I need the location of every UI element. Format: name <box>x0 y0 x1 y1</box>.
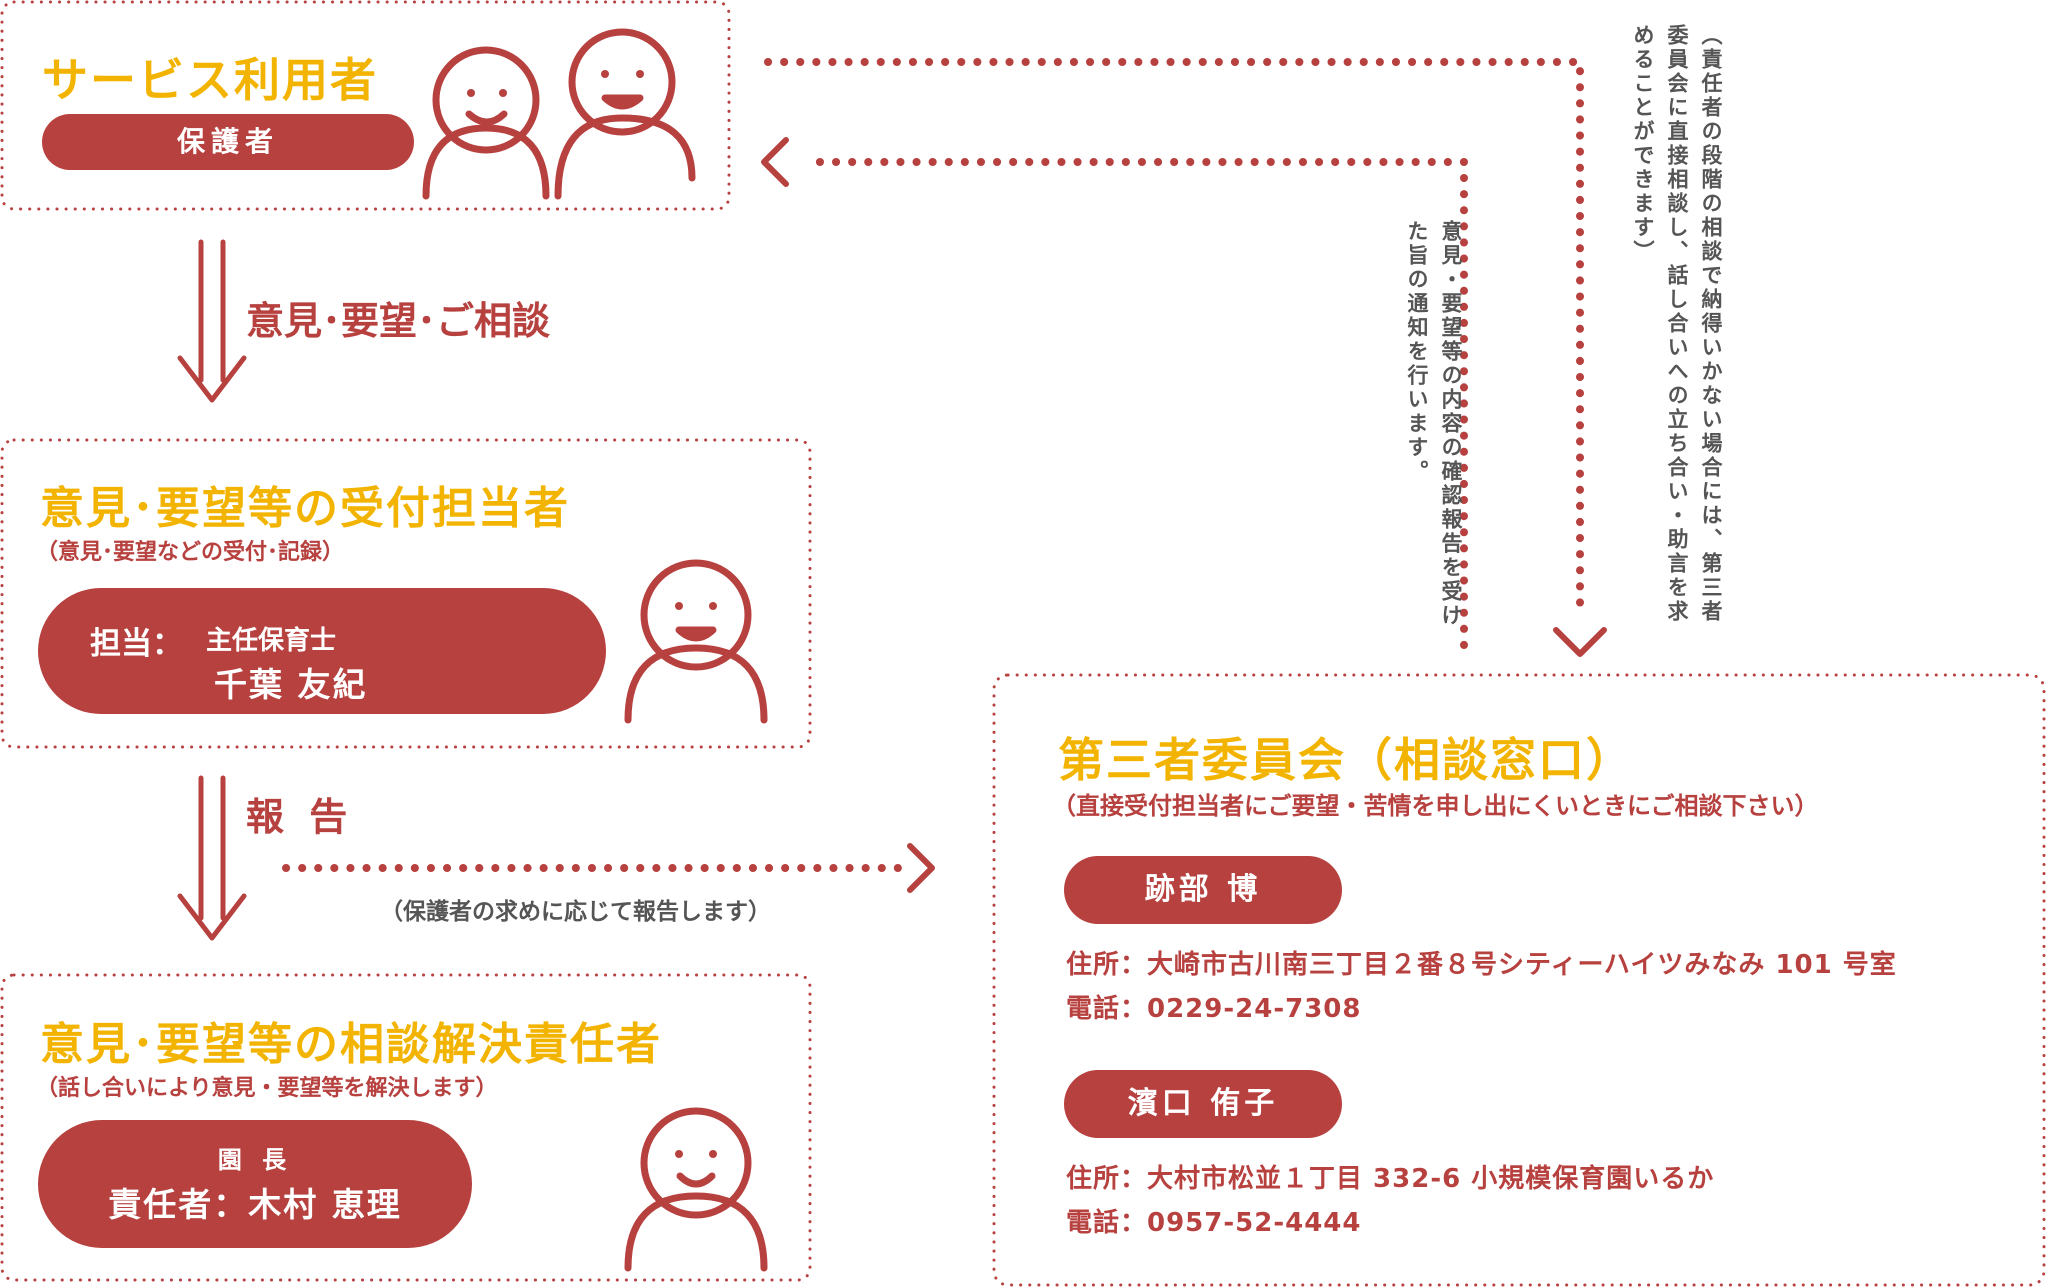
committee-member-phone: 電話：0229-24-7308 <box>1066 994 1362 1024</box>
arrowhead-left-icon <box>761 137 789 187</box>
reception-role-title: 主任保育士 <box>206 626 337 656</box>
flow-label-request: 意見･要望･ご相談 <box>246 299 551 343</box>
reception-subtitle: （意見･要望などの受付･記録） <box>36 540 345 565</box>
reception-face-icon <box>624 559 768 724</box>
double-arrow-down-icon <box>177 775 247 941</box>
reception-title: 意見･要望等の受付担当者 <box>40 483 570 534</box>
resolver-box <box>0 973 812 1282</box>
resolver-name: 責任者：木村 恵理 <box>108 1185 402 1224</box>
service-user-title: サービス利用者 <box>42 53 378 107</box>
reception-staff-pill: 担当： 主任保育士 千葉 友紀 <box>38 588 606 714</box>
double-arrow-down-icon <box>177 239 247 403</box>
committee-member-name: 跡部 博 <box>1064 856 1342 924</box>
user-face-icon <box>422 46 550 200</box>
service-user-box <box>0 0 731 211</box>
resolver-position: 園 長 <box>217 1146 293 1174</box>
resolver-subtitle: （話し合いにより意見・要望等を解決します） <box>36 1076 498 1101</box>
committee-subtitle: （直接受付担当者にご要望・苦情を申し出にくいときにご相談下さい） <box>1052 792 1819 820</box>
notice-path <box>804 158 1468 649</box>
report-note: （保護者の求めに応じて報告します） <box>380 899 771 925</box>
reception-role-label: 担当： <box>90 626 183 662</box>
committee-member-address: 住所：大崎市古川南三丁目２番８号シティーハイツみなみ 101 号室 <box>1066 950 1897 980</box>
committee-member-phone: 電話：0957-52-4444 <box>1066 1208 1362 1238</box>
arrowhead-right-icon <box>907 843 935 893</box>
committee-member-name: 濱口 侑子 <box>1064 1070 1342 1138</box>
notice-note: 意見・要望等の内容の確認報告を受けた旨の通知を行います。 <box>1405 220 1463 628</box>
guardian-face-icon <box>554 28 696 200</box>
arrowhead-down-icon <box>1553 627 1607 657</box>
committee-box <box>992 673 2046 1287</box>
resolver-staff-pill: 園 長 責任者：木村 恵理 <box>38 1120 472 1248</box>
reception-staff-name: 千葉 友紀 <box>214 665 368 704</box>
resolver-title: 意見･要望等の相談解決責任者 <box>40 1019 662 1070</box>
resolver-face-icon <box>624 1107 768 1272</box>
guardian-badge: 保護者 <box>42 114 414 170</box>
committee-member-address: 住所：大村市松並１丁目 332-6 小規模保育園いるか <box>1066 1164 1715 1194</box>
direct-consult-path <box>764 58 1584 622</box>
direct-consult-note: （責任者の段階の相談で納得いかない場合には、第三者委員会に直接相談し、話し合いへ… <box>1631 24 1723 624</box>
committee-title: 第三者委員会（相談窓口） <box>1058 733 1634 787</box>
reception-box <box>0 438 812 749</box>
flow-label-report: 報 告 <box>246 795 354 839</box>
